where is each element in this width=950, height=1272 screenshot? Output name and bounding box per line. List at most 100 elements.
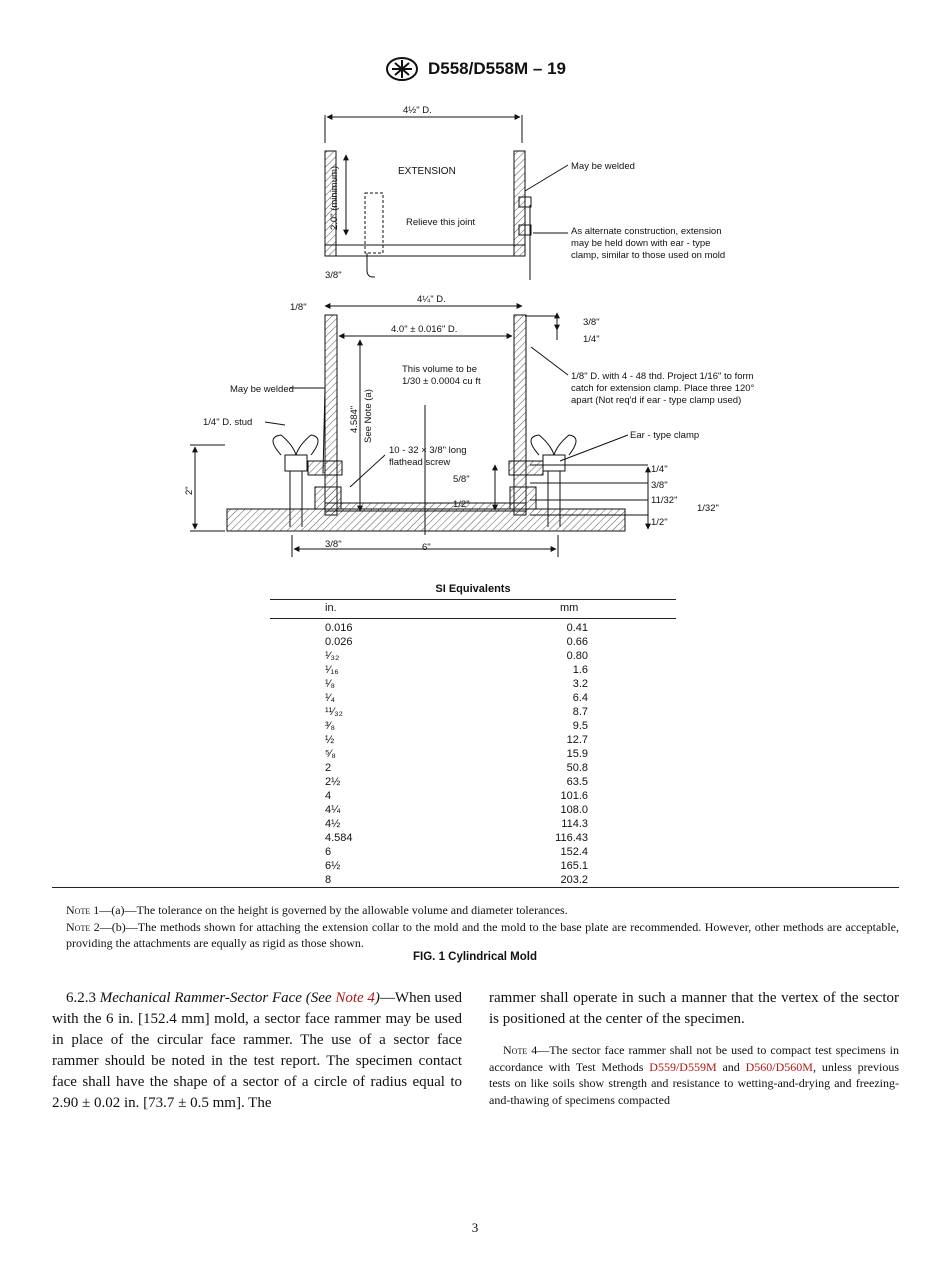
- si-table-row: 6 152.4: [270, 845, 676, 859]
- si-table-top-rule: [270, 599, 676, 600]
- dim-1-2-left: 1/2": [453, 499, 470, 510]
- si-cell-in: 2: [325, 762, 332, 774]
- label-volume-2: 1/30 ± 0.0004 cu ft: [402, 376, 481, 387]
- d560-link[interactable]: D560/D560M: [745, 1059, 813, 1074]
- d559-link[interactable]: D559/D559M: [649, 1059, 717, 1074]
- si-table-row: ¹⁄₄ 6.4: [270, 691, 676, 705]
- note-1: Note 1—(a)—The tolerance on the height i…: [66, 903, 568, 917]
- si-table-row: 0.016 0.41: [270, 621, 676, 635]
- dim-height-4584: 4.584": [349, 406, 360, 433]
- si-table-row: 4½ 114.3: [270, 817, 676, 831]
- si-cell-mm: 0.41: [566, 622, 588, 634]
- si-cell-in: 4.584: [325, 832, 353, 844]
- dim-top-diameter: 4½" D.: [403, 105, 432, 116]
- label-alt-1: As alternate construction, extension: [571, 226, 722, 237]
- dim-bottom-3-8: 3/8": [325, 539, 342, 550]
- si-cell-mm: 9.5: [572, 720, 588, 732]
- label-welded-top: May be welded: [571, 161, 635, 172]
- si-table-row: 8 203.2: [270, 873, 676, 887]
- si-cell-mm: 101.6: [560, 790, 588, 802]
- dim-1-8: 1/8": [290, 302, 307, 313]
- label-relieve-joint: Relieve this joint: [406, 217, 476, 228]
- right-column: rammer shall operate in such a manner th…: [489, 988, 899, 1108]
- dim-rr-11-32: 11/32": [651, 495, 677, 506]
- label-stud-diameter: 1/4" D. stud: [203, 417, 252, 428]
- si-cell-in: 4¼: [325, 804, 341, 816]
- si-col-in: in.: [325, 602, 337, 614]
- si-cell-mm: 152.4: [560, 846, 588, 858]
- si-table-row: ¹⁄₃₂ 0.80: [270, 649, 676, 663]
- left-column: 6.2.3 Mechanical Rammer-Sector Face (See…: [52, 988, 462, 1114]
- si-cell-in: ¹¹⁄₃₂: [325, 706, 343, 718]
- si-cell-mm: 114.3: [561, 818, 588, 830]
- si-cell-mm: 116.43: [555, 832, 588, 844]
- si-table-title: SI Equivalents: [435, 583, 511, 595]
- dim-bottom-6: 6": [422, 542, 431, 553]
- si-cell-in: 2½: [325, 776, 341, 788]
- dim-right-1-4: 1/4": [583, 334, 600, 345]
- label-see-note: See Note (a): [363, 389, 374, 443]
- si-cell-mm: 3.2: [572, 678, 588, 690]
- si-cell-mm: 12.7: [566, 734, 588, 746]
- si-table-row: ¹⁄₁₆ 1.6: [270, 663, 676, 677]
- si-cell-in: ¹⁄₁₆: [325, 664, 339, 676]
- si-cell-in: 4: [325, 790, 332, 802]
- section-6-2-3: 6.2.3 Mechanical Rammer-Sector Face (See…: [52, 990, 463, 1111]
- si-cell-mm: 1.6: [572, 664, 588, 676]
- label-stud-2: catch for extension clamp. Place three 1…: [571, 383, 755, 394]
- si-cell-in: ¹⁄₃₂: [325, 650, 340, 662]
- si-cell-in: ¹⁄₄: [325, 692, 335, 704]
- si-cell-mm: 63.5: [566, 776, 588, 788]
- label-volume-1: This volume to be: [402, 364, 477, 375]
- si-cell-mm: 203.2: [560, 874, 588, 886]
- si-cell-in: ¹⁄₈: [325, 678, 336, 690]
- si-cell-in: 4½: [325, 818, 341, 830]
- label-screw-2: flathead screw: [389, 457, 450, 468]
- page-number: 3: [471, 1220, 479, 1235]
- dim-rr-1-4: 1/4": [651, 464, 668, 475]
- label-welded-mold: May be welded: [230, 384, 294, 395]
- document-designation: D558/D558M – 19: [428, 59, 566, 78]
- si-cell-mm: 6.4: [572, 692, 588, 704]
- si-cell-mm: 0.66: [566, 636, 588, 648]
- dim-5-8: 5/8": [453, 474, 470, 485]
- label-extension: EXTENSION: [398, 166, 456, 177]
- si-cell-mm: 0.80: [566, 650, 588, 662]
- label-screw-1: 10 - 32 × 3/8" long: [389, 445, 467, 456]
- si-cell-in: 8: [325, 874, 332, 886]
- si-cell-mm: 8.7: [572, 706, 588, 718]
- si-table-row: ¹⁄₈ 3.2: [270, 677, 676, 691]
- label-alt-3: clamp, similar to those used on mold: [571, 250, 725, 261]
- note-4-link[interactable]: Note 4: [335, 990, 375, 1006]
- si-table-row: ½ 12.7: [270, 733, 676, 747]
- si-cell-in: 6: [325, 846, 332, 858]
- si-col-mm: mm: [560, 602, 579, 614]
- si-cell-in: ½: [325, 734, 335, 746]
- cylindrical-mold-figure: 4½" D. EXTENSION 2.0" (minimum) Relieve …: [185, 105, 755, 557]
- si-cell-mm: 15.9: [566, 748, 588, 760]
- section-continuation: rammer shall operate in such a manner th…: [489, 990, 899, 1027]
- si-cell-in: 0.026: [325, 636, 353, 648]
- si-cell-in: 0.016: [325, 622, 353, 634]
- si-table-row: 0.026 0.66: [270, 635, 676, 649]
- dim-rr-1-32: 1/32": [697, 503, 719, 514]
- note-2: Note 2—(b)—The methods shown for attachi…: [66, 919, 899, 951]
- label-ear-clamp: Ear - type clamp: [630, 430, 699, 441]
- si-table-row: 4¼ 108.0: [270, 803, 676, 817]
- dim-min-height: 2.0" (minimum): [329, 166, 340, 230]
- si-cell-mm: 108.0: [560, 804, 588, 816]
- dim-left-2: 2": [185, 486, 195, 495]
- label-stud-1: 1/8" D. with 4 - 48 thd. Project 1/16" t…: [571, 371, 754, 382]
- si-cell-mm: 50.8: [566, 762, 588, 774]
- figure-bottom-rule: [52, 887, 899, 888]
- note-4: Note 4—The sector face rammer shall not …: [489, 1043, 899, 1107]
- si-cell-in: 6½: [325, 860, 341, 872]
- si-table-header-rule: [270, 618, 676, 619]
- dim-mold-diameter: 4¼" D.: [417, 294, 446, 305]
- label-stud-3: apart (Not req'd if ear - type clamp use…: [571, 395, 741, 406]
- page-header: D558/D558M – 19: [0, 56, 950, 87]
